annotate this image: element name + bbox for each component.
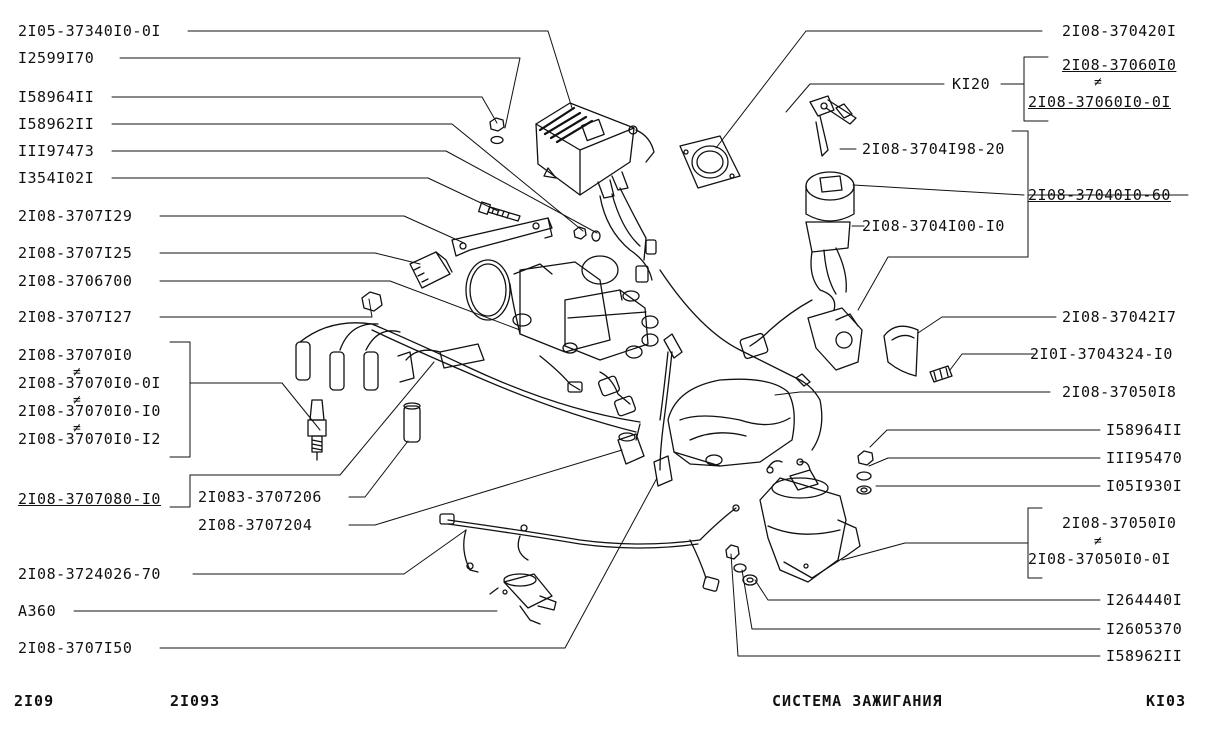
ignition-keys (809, 95, 857, 157)
label-2108-3704010-60: 2I08-37040I0-60 (1028, 186, 1171, 204)
label-k120: KI20 (952, 75, 991, 93)
label-11197473: III97473 (18, 142, 95, 160)
alternative-mark: ≠ (73, 365, 81, 380)
switch-clamp (883, 325, 919, 377)
label-2108-3707010: 2I08-37070I0 (18, 346, 133, 364)
alternative-mark: ≠ (73, 393, 81, 408)
label-15896211: I58962II (18, 115, 95, 133)
alternative-mark: ≠ (1094, 534, 1102, 549)
hv-wire-set (295, 291, 641, 441)
label-2108-3707150: 2I08-3707I50 (18, 639, 133, 657)
ignition-coil-mounting-cover (667, 378, 795, 467)
ignition-coil (759, 469, 861, 583)
label-2108-3707127: 2I08-3707I27 (18, 308, 133, 326)
label-12605370: I2605370 (1106, 620, 1183, 638)
label-2108-3707010-01: 2I08-37070I0-0I (18, 374, 161, 392)
label-2108-3706010: 2I08-37060I0 (1062, 56, 1177, 74)
label-2108-3707129: 2I08-3707I29 (18, 207, 133, 225)
wiring-harness (439, 504, 740, 592)
capacitor (489, 573, 557, 625)
label-11195470: III95470 (1106, 449, 1183, 467)
label-15896411: I58964II (18, 88, 95, 106)
ignition-module (535, 102, 657, 283)
leader-lines-right (715, 30, 1189, 657)
model-code-center: 2I093 (170, 692, 221, 710)
distributor (509, 255, 659, 393)
label-12644401: I264440I (1106, 591, 1183, 609)
coil-wire (653, 333, 683, 487)
label-2108-3707010-12: 2I08-37070I0-I2 (18, 430, 161, 448)
shear-bolt (929, 365, 953, 383)
label-1354102: I354I02I (18, 169, 95, 187)
alternative-mark: ≠ (1094, 75, 1102, 90)
label-2108-3724026-70: 2I08-3724026-70 (18, 565, 161, 583)
label-2108-3707125: 2I08-3707I25 (18, 244, 133, 262)
label-a360: A360 (18, 602, 57, 620)
label-10519301: I05I930I (1106, 477, 1183, 495)
switch-to-coil-wire (659, 269, 823, 451)
spark-plug (307, 399, 327, 461)
label-15896411-right: I58964II (1106, 421, 1183, 439)
label-2108-3704100-10: 2I08-3704I00-I0 (862, 217, 1005, 235)
label-2101-3704324-10: 2I0I-3704324-I0 (1030, 345, 1173, 363)
label-2108-3707080-10: 2I08-3707080-I0 (18, 490, 161, 508)
label-2108-3707010-10: 2I08-37070I0-I0 (18, 402, 161, 420)
bracket (451, 217, 553, 257)
label-2105-3734010-01: 2I05-37340I0-0I (18, 22, 161, 40)
label-2108-3706010-01: 2I08-37060I0-0I (1028, 93, 1171, 111)
label-2108-3705018: 2I08-37050I8 (1062, 383, 1177, 401)
nuts-washers-upper (489, 117, 601, 242)
alternative-mark: ≠ (73, 421, 81, 436)
suppressor-tip (403, 402, 421, 443)
page-code: KI03 (1146, 692, 1187, 710)
terminal-block (409, 251, 453, 289)
bolt (478, 201, 521, 222)
ignition-switch (739, 171, 863, 371)
label-2108-3705010: 2I08-37050I0 (1062, 514, 1177, 532)
gasket-flange (679, 135, 741, 189)
model-code-left: 2I09 (14, 692, 55, 710)
o-ring (465, 259, 511, 321)
label-21083-3707206: 2I083-3707206 (198, 488, 322, 506)
nuts-washers-coil (725, 450, 874, 586)
label-15896211-right: I58962II (1106, 647, 1183, 665)
leader-lines-left (73, 30, 658, 649)
angled-tip (617, 432, 645, 465)
label-12599170: I2599I70 (18, 49, 95, 67)
label-2108-3704201: 2I08-370420I (1062, 22, 1177, 40)
label-2108-3707204: 2I08-3707204 (198, 516, 313, 534)
label-2108-3706700: 2I08-3706700 (18, 272, 133, 290)
label-2108-3704198-20: 2I08-3704I98-20 (862, 140, 1005, 158)
label-2108-3704217: 2I08-37042I7 (1062, 308, 1177, 326)
label-2108-3705010-01: 2I08-37050I0-0I (1028, 550, 1171, 568)
page-title: СИСТЕМА ЗАЖИГАНИЯ (772, 692, 943, 710)
